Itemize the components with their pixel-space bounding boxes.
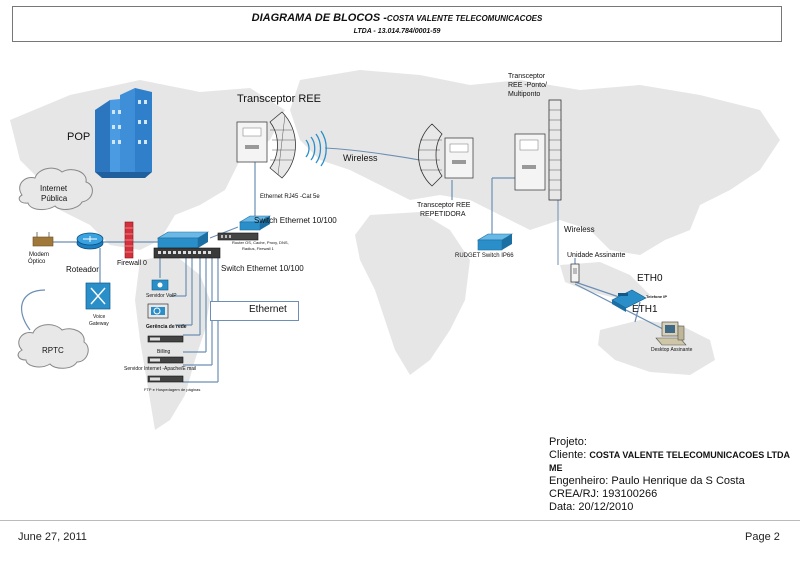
desktop-label: Desktop Assinante [651, 347, 693, 353]
desktop-icon [655, 321, 687, 346]
subscriber-unit-icon [570, 263, 580, 283]
transceptor-ree-label: Transceptor REE [237, 93, 321, 105]
wireless-label-1: Wireless [343, 153, 378, 163]
router-os-label-1: Router OS, Cache, Proxy, DNS, [232, 240, 289, 245]
modem-label-2: Óptico [28, 259, 46, 265]
project-heading: Projeto: [549, 436, 587, 448]
switch-top-label: Switch Ethernet 10/100 [254, 216, 337, 225]
internet-label-1: Internet [40, 184, 68, 193]
project-engineer: Engenheiro: Paulo Henrique da S Costa [549, 475, 745, 487]
main-switch-icon [153, 231, 221, 259]
ip-phone-icon [611, 289, 647, 312]
rptc-label: RPTC [42, 346, 64, 355]
voip-server-icon [151, 279, 169, 291]
firewall-label: Firewall 0 [117, 260, 147, 267]
voice-gateway-label-1: Voice [93, 314, 106, 320]
voice-gateway-icon [85, 282, 111, 310]
transceptor-repetidora-label-1: Transceptor REE [417, 202, 471, 209]
transceptor-repetidora-label-2: REPETIDORA [420, 211, 466, 218]
internet-label-2: Pública [41, 194, 68, 203]
switch-icon [238, 215, 272, 231]
wireless-waves-icon [305, 130, 327, 167]
transceptor-multiponto-label-1: Transceptor [508, 73, 546, 80]
ethernet-legend-box [210, 301, 299, 321]
internet-server-label: Servidor Internet -Apache/E mail [124, 366, 197, 372]
firewall-icon [124, 221, 134, 259]
billing-label: Billing [157, 349, 171, 355]
pop-label: POP [67, 131, 91, 143]
voice-gateway-label-2: Gateway [89, 321, 109, 327]
project-date: Data: 20/12/2010 [549, 501, 634, 513]
transceptor-multiponto-icon [514, 99, 562, 201]
project-info-block: Projeto: Cliente: COSTA VALENTE TELECOMU… [549, 436, 800, 514]
billing-server-icon [147, 335, 184, 343]
router-label: Roteador [66, 265, 99, 274]
router-os-server-icon [217, 232, 259, 241]
title-company: COSTA VALENTE TELECOMUNICACOES [386, 14, 543, 23]
modem-label-1: Modem [29, 252, 50, 258]
ftp-server-icon [147, 375, 184, 383]
rudget-switch-label: RUDGET Switch IP66 [455, 253, 514, 259]
modem-icon [32, 232, 54, 247]
ip-phone-label: Telefone IP [646, 294, 668, 299]
world-map-background [10, 70, 780, 430]
subscriber-unit-label: Unidade Assinante [567, 252, 626, 259]
project-crea: CREA/RJ: 193100266 [549, 488, 658, 500]
project-client: Cliente: COSTA VALENTE TELECOMUNICACOES … [549, 449, 800, 475]
voip-server-label: Servidor VoIP [146, 293, 177, 299]
rudget-switch-icon [476, 233, 514, 251]
page-title: DIAGRAMA DE BLOCOS -COSTA VALENTE TELECO… [13, 12, 781, 24]
wireless-label-2: Wireless [564, 225, 595, 234]
eth0-label: ETH0 [637, 273, 663, 284]
network-management-icon [147, 303, 169, 319]
footer-date: June 27, 2011 [18, 531, 87, 543]
cloud-icon-rptc [17, 324, 89, 369]
network-management-label: Gerência de rede [146, 324, 187, 330]
building-icon [95, 88, 152, 178]
transceptor-multiponto-label-2: REE -Ponto/ [508, 82, 547, 89]
project-client-label: Cliente: [549, 449, 590, 461]
ethernet-legend-label: Ethernet [249, 304, 287, 315]
ftp-server-label: FTP e Hospedagem de páginas [144, 387, 201, 392]
footer-page-number: Page 2 [745, 531, 780, 543]
transceptor-ree-icon [236, 111, 296, 179]
ethernet-rj45-label: Ethernet RJ45 -Cat 5e [260, 194, 320, 200]
title-block: DIAGRAMA DE BLOCOS -COSTA VALENTE TELECO… [12, 6, 782, 42]
transceptor-multiponto-label-3: Multiponto [508, 91, 541, 98]
router-os-label-2: Radius, Firewall 1 [242, 246, 274, 251]
cloud-icon [18, 167, 93, 211]
switch-main-label: Switch Ethernet 10/100 [221, 264, 304, 273]
title-subtitle: LTDA - 13.014.784/0001-59 [353, 28, 441, 35]
transceptor-repetidora-icon [418, 123, 474, 187]
internet-server-icon [147, 356, 184, 364]
project-client-value: COSTA VALENTE TELECOMUNICACOES LTDA ME [549, 450, 790, 473]
title-text: DIAGRAMA DE BLOCOS - [251, 12, 387, 24]
footer-divider [0, 520, 800, 521]
router-icon [76, 232, 104, 250]
eth1-label: ETH1 [632, 304, 658, 315]
